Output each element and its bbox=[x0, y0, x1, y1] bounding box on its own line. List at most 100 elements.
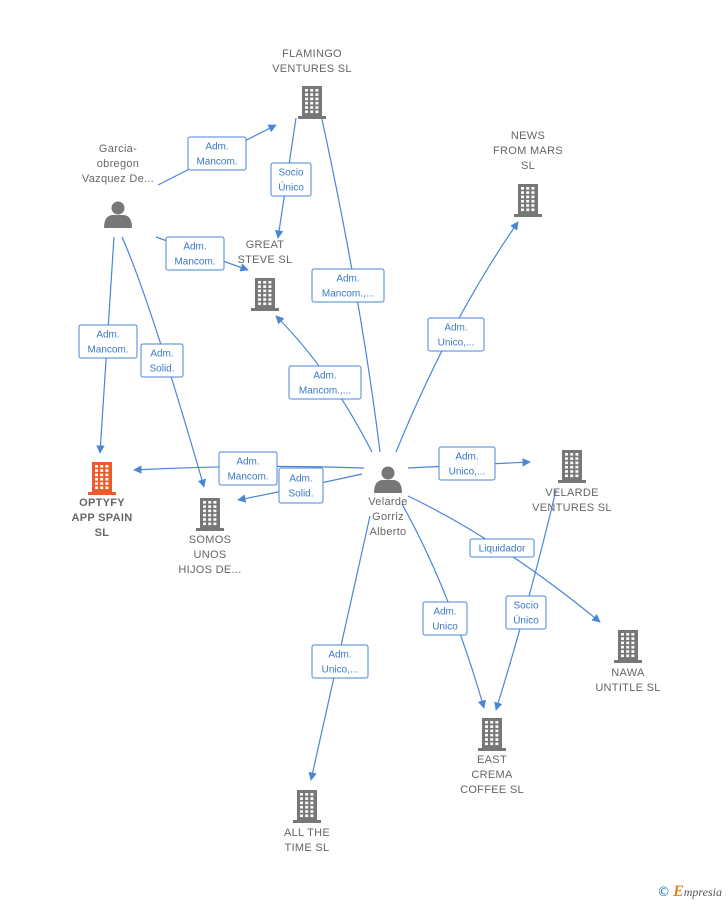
edge-label-text: Mancom.,... bbox=[322, 289, 374, 300]
edge-label-text: Mancom. bbox=[87, 345, 128, 356]
edge-label-text: Adm. bbox=[433, 607, 456, 618]
building-icon bbox=[88, 462, 116, 495]
edge-label-text: Liquidador bbox=[479, 544, 526, 555]
edge-label-text: Adm. bbox=[313, 371, 336, 382]
edge-label-box bbox=[270, 162, 312, 197]
edge-label-text: Mancom. bbox=[196, 157, 237, 168]
building-icon bbox=[558, 450, 586, 483]
node-label: EAST bbox=[477, 754, 507, 766]
building-icon bbox=[293, 790, 321, 823]
edge-label-box bbox=[140, 343, 184, 378]
copyright-icon: © bbox=[657, 885, 671, 900]
edge-label-text: Unico,... bbox=[449, 467, 486, 478]
edge-label-text: Adm. bbox=[236, 457, 259, 468]
edge-label-e8[interactable]: Adm. Mancom.,... bbox=[288, 365, 362, 400]
edge-line-e5 bbox=[121, 236, 206, 488]
edge-label-box bbox=[78, 324, 138, 359]
edge-label-box bbox=[187, 136, 247, 171]
edge-line-e14 bbox=[401, 503, 486, 709]
node-label: VELARDE bbox=[545, 487, 598, 499]
edge-label-text: Unico,... bbox=[438, 338, 475, 349]
node-label: TIME SL bbox=[285, 842, 330, 854]
brand-name: mpresia bbox=[683, 885, 722, 899]
node-label: SL bbox=[521, 160, 535, 172]
node-allthe[interactable]: ALL THE TIME SL bbox=[284, 790, 330, 854]
node-velardeventures[interactable]: VELARDE VENTURES SL bbox=[532, 450, 612, 514]
edge-label-text: Unico bbox=[432, 622, 458, 633]
node-label: ALL THE bbox=[284, 827, 330, 839]
edge-label-text: Mancom.,... bbox=[299, 386, 351, 397]
node-label: NEWS bbox=[511, 130, 545, 142]
edge-label-e12[interactable]: Liquidador bbox=[469, 538, 535, 558]
node-label: Alberto bbox=[370, 526, 407, 538]
edge-label-text: Único bbox=[278, 181, 304, 194]
edge-label-e7[interactable]: Adm.Unico,... bbox=[427, 317, 485, 352]
edge-label-text: Solid. bbox=[149, 364, 174, 375]
edge-label-text: Adm. bbox=[183, 242, 206, 253]
brand-initial: E bbox=[673, 883, 684, 900]
node-somos[interactable]: SOMOS UNOS HIJOS DE... bbox=[178, 498, 241, 576]
building-icon bbox=[514, 184, 542, 217]
node-label: UNOS bbox=[194, 549, 227, 561]
edge-label-text: Adm. bbox=[150, 349, 173, 360]
edge-label-box bbox=[438, 446, 496, 481]
node-label: SOMOS bbox=[189, 534, 231, 546]
edge-label-box bbox=[505, 595, 547, 630]
edge-label-e3[interactable]: Adm. Mancom. bbox=[165, 236, 225, 271]
node-label: Vazquez De... bbox=[82, 173, 154, 185]
edge-label-e1[interactable]: Adm.Mancom. bbox=[187, 136, 247, 171]
edge-label-text: Mancom. bbox=[227, 472, 268, 483]
edge-label-box bbox=[278, 467, 324, 504]
edge-label-e11[interactable]: Adm. Unico,... bbox=[438, 446, 496, 481]
building-icon bbox=[196, 498, 224, 531]
edge-label-e6[interactable]: Adm.Mancom.,... bbox=[311, 268, 385, 303]
building-icon bbox=[251, 278, 279, 311]
edge-label-box bbox=[288, 365, 362, 400]
edge-label-text: Adm. bbox=[455, 452, 478, 463]
node-flamingo[interactable]: FLAMINGO VENTURES SL bbox=[272, 48, 352, 119]
node-label: VENTURES SL bbox=[272, 63, 352, 75]
building-icon bbox=[478, 718, 506, 751]
edge-label-text: Mancom. bbox=[174, 257, 215, 268]
edge-label-e9[interactable]: Adm. Mancom. bbox=[218, 451, 278, 486]
nodes-layer: FLAMINGO VENTURES SL Garcia-obregonVazquez… bbox=[72, 48, 661, 854]
node-label: HIJOS DE... bbox=[178, 564, 241, 576]
edge-label-text: Solid. bbox=[288, 489, 313, 500]
node-label: FLAMINGO bbox=[282, 48, 342, 60]
node-label: Garcia- bbox=[99, 143, 137, 155]
node-label: CREMA bbox=[471, 769, 513, 781]
node-label: FROM MARS bbox=[493, 145, 563, 157]
edge-label-text: Único bbox=[513, 614, 539, 627]
edge-label-box bbox=[165, 236, 225, 271]
brand-footer: © Empresia bbox=[657, 883, 722, 901]
node-news[interactable]: NEWS FROM MARS SL bbox=[493, 130, 563, 217]
node-label: UNTITLE SL bbox=[595, 682, 660, 694]
edge-label-box bbox=[311, 268, 385, 303]
node-label: SL bbox=[95, 527, 110, 539]
node-label: GREAT bbox=[246, 239, 285, 251]
edge-label-e5[interactable]: Adm. Solid. bbox=[140, 343, 184, 378]
edge-label-e10[interactable]: Adm.Solid. bbox=[278, 467, 324, 504]
building-icon bbox=[614, 630, 642, 663]
node-label: VENTURES SL bbox=[532, 502, 612, 514]
node-east[interactable]: EAST CREMA COFFEE SL bbox=[460, 718, 524, 796]
edge-label-text: Adm. bbox=[96, 330, 119, 341]
node-label: obregon bbox=[97, 158, 139, 170]
edge-label-e4[interactable]: Adm. Mancom. bbox=[78, 324, 138, 359]
node-label: COFFEE SL bbox=[460, 784, 524, 796]
node-label: Gorriz bbox=[372, 511, 404, 523]
edge-label-text: Unico,... bbox=[322, 665, 359, 676]
edge-label-box bbox=[218, 451, 278, 486]
edge-label-e15[interactable]: Adm. Unico,... bbox=[311, 644, 369, 679]
edge-label-text: Adm. bbox=[328, 650, 351, 661]
edge-label-e14[interactable]: Adm. Unico bbox=[422, 601, 468, 636]
node-label: OPTYFY bbox=[79, 497, 125, 509]
